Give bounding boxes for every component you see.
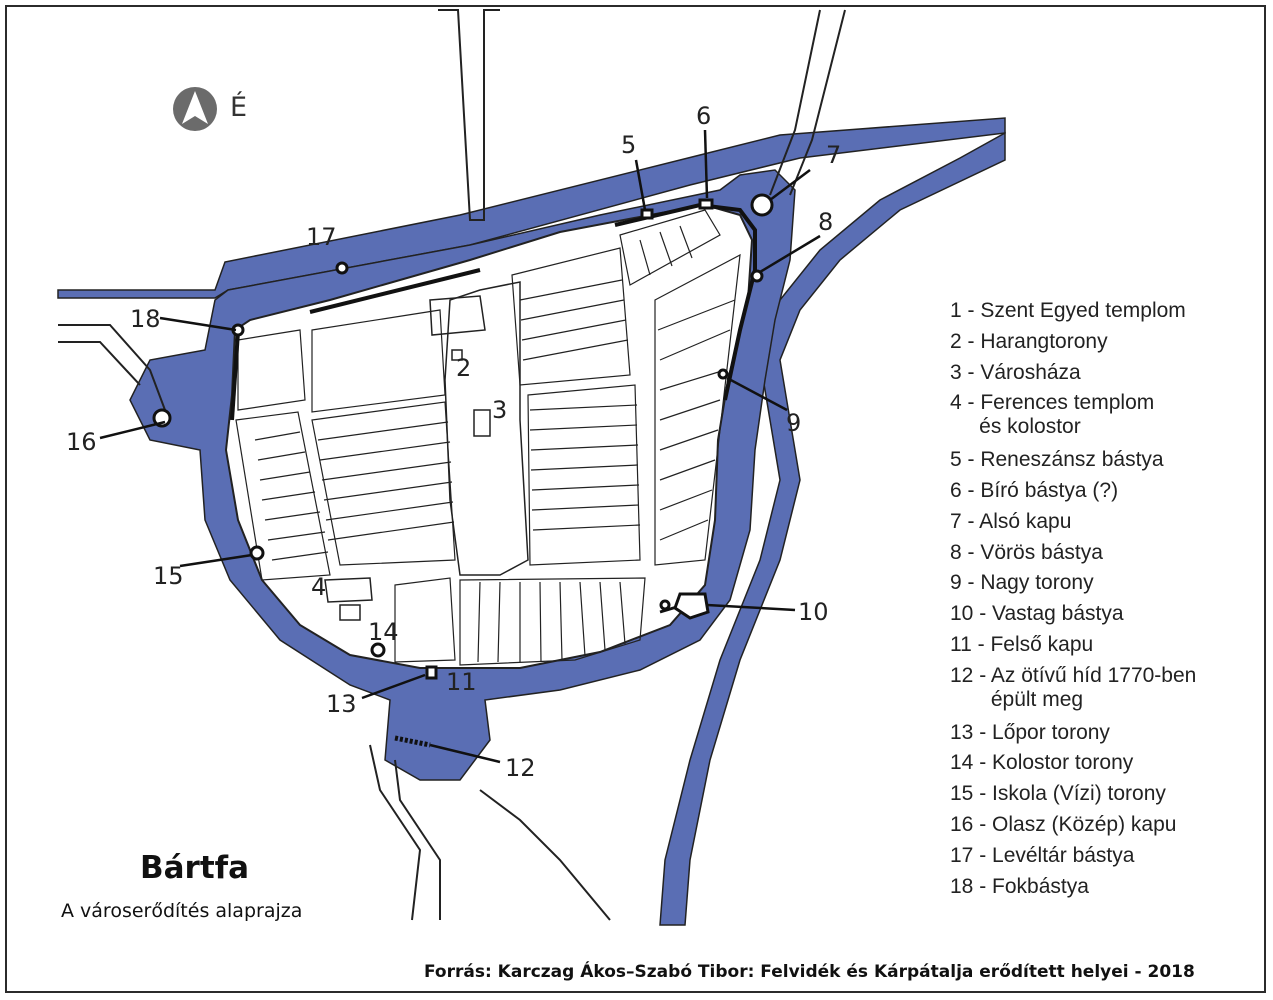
legend-item-7: 7 - Alsó kapu <box>950 509 1072 533</box>
legend-item-8: 8 - Vörös bástya <box>950 540 1103 564</box>
legend-item-12-cont: épült meg <box>950 687 1084 711</box>
town-hall <box>473 409 491 437</box>
marker-5: 5 <box>621 131 636 159</box>
bridge <box>394 735 431 748</box>
legend-item-18: 18 - Fokbástya <box>950 874 1089 898</box>
marker-17: 17 <box>306 223 337 251</box>
legend-item-11: 11 - Felső kapu <box>950 632 1094 656</box>
road-west <box>58 324 166 411</box>
map-frame <box>5 5 1266 993</box>
legend-item-14: 14 - Kolostor torony <box>950 751 1134 775</box>
marker-12: 12 <box>505 754 536 782</box>
legend-item-12: 12 - Az ötívű híd 1770-ben <box>950 663 1197 687</box>
city-wall-west <box>230 331 240 421</box>
marker-14: 14 <box>368 618 399 646</box>
marker-7: 7 <box>826 141 841 169</box>
road-north <box>438 9 500 221</box>
legend-item-10: 10 - Vastag bástya <box>950 602 1124 626</box>
marker-13: 13 <box>326 690 357 718</box>
road-northeast <box>769 9 846 196</box>
marker-18: 18 <box>130 305 161 333</box>
legend-item-4: 4 - Ferences templom <box>950 391 1155 415</box>
marker-16: 16 <box>66 428 97 456</box>
marker-10: 10 <box>798 598 829 626</box>
legend-item-15: 15 - Iskola (Vízi) torony <box>950 782 1166 806</box>
marker-11: 11 <box>446 668 477 696</box>
north-label: É <box>230 92 248 123</box>
marker-2: 2 <box>456 354 471 382</box>
legend-item-13: 13 - Lőpor torony <box>950 720 1110 744</box>
source-credit: Forrás: Karczag Ákos–Szabó Tibor: Felvid… <box>424 962 1195 982</box>
map-subtitle: A városerődítés alaprajza <box>61 900 303 922</box>
map-legend: 1 - Szent Egyed templom 2 - Harangtorony… <box>950 296 1250 902</box>
legend-item-16: 16 - Olasz (Közép) kapu <box>950 812 1177 836</box>
church-building <box>429 295 486 336</box>
legend-item-2: 2 - Harangtorony <box>950 329 1108 353</box>
plots-west <box>235 309 456 663</box>
franciscan-church <box>324 577 373 621</box>
main-square <box>444 281 529 576</box>
plots-east <box>459 209 741 666</box>
marker-6: 6 <box>696 102 711 130</box>
marker-15: 15 <box>153 562 184 590</box>
marker-8: 8 <box>818 208 833 236</box>
map-title: Bártfa <box>140 850 250 886</box>
legend-item-1: 1 - Szent Egyed templom <box>950 299 1186 322</box>
marker-4: 4 <box>311 573 326 601</box>
legend-item-9: 9 - Nagy torony <box>950 571 1094 595</box>
legend-item-5: 5 - Reneszánsz bástya <box>950 448 1164 472</box>
marker-3: 3 <box>492 396 507 424</box>
marker-9: 9 <box>786 409 801 437</box>
leader-lines <box>99 129 821 764</box>
legend-item-6: 6 - Bíró bástya (?) <box>950 478 1119 502</box>
bell-tower <box>451 349 463 361</box>
road-south <box>369 744 611 921</box>
bastions <box>152 193 774 680</box>
north-arrow-icon <box>173 87 217 131</box>
legend-item-4-cont: és kolostor <box>950 415 1081 439</box>
legend-item-17: 17 - Levéltár bástya <box>950 843 1135 867</box>
legend-item-3: 3 - Városháza <box>950 360 1081 384</box>
